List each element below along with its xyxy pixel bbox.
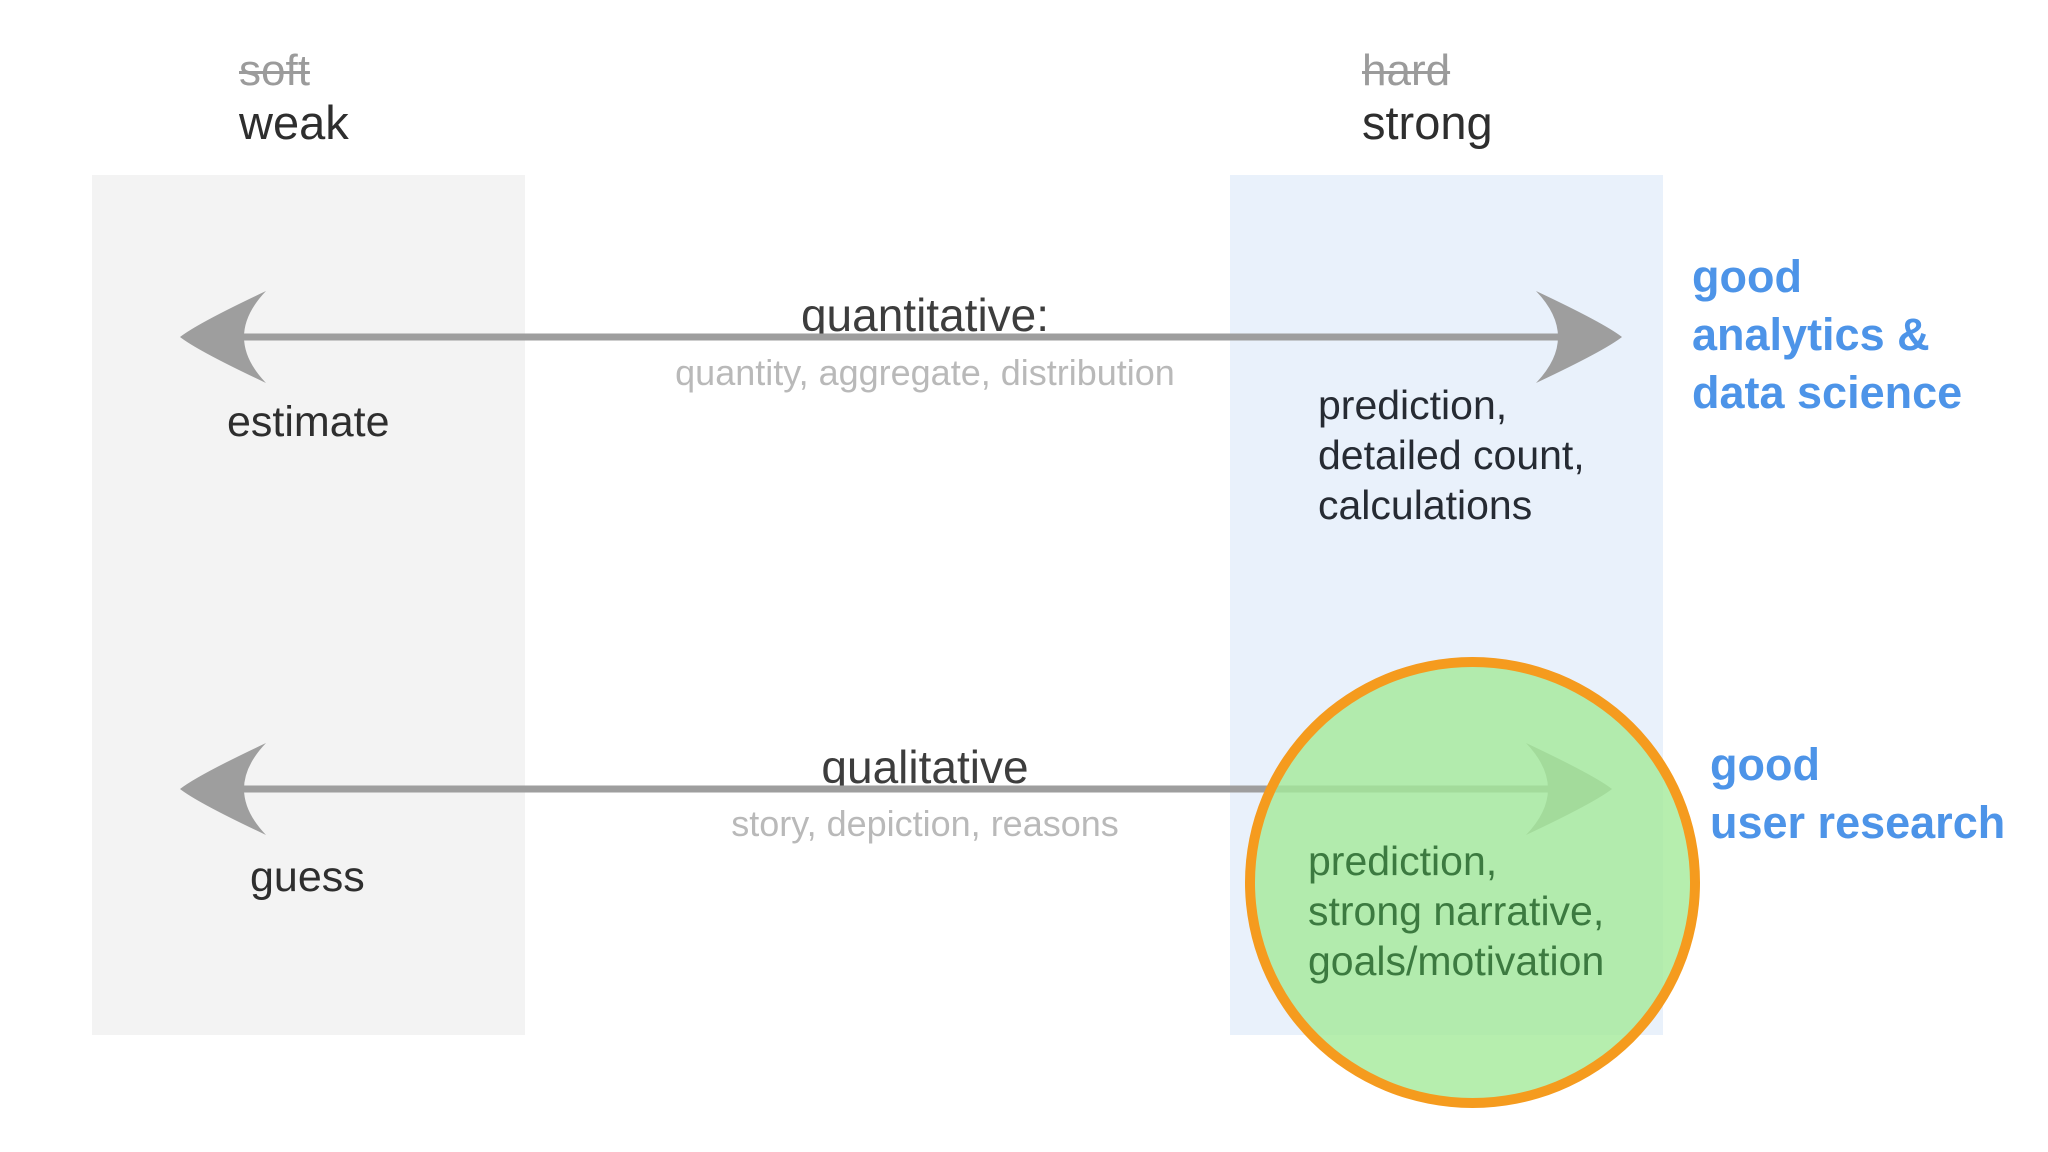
quantitative-axis-subtitle: quantity, aggregate, distribution [675, 352, 1175, 393]
soft-strikethrough-text: soft [239, 46, 310, 95]
user-research-highlight-circle [1245, 657, 1700, 1108]
qualitative-axis-subtitle: story, depiction, reasons [731, 803, 1119, 844]
pole-right-label: strong [1362, 96, 1493, 149]
quantitative-weak-end-label: estimate [227, 398, 390, 446]
qualitative-axis-title: qualitative [821, 741, 1029, 793]
pole-left-label: weak [239, 96, 349, 149]
qualitative-strong-note: prediction, strong narrative, goals/moti… [1308, 838, 1605, 984]
good-analytics-outcome-label: good analytics & data science [1692, 251, 1963, 418]
weak-side-panel [92, 175, 525, 1035]
quantitative-axis-title: quantitative: [800, 289, 1050, 341]
quantitative-strong-note: prediction, detailed count, calculations [1318, 382, 1585, 528]
hard-strikethrough-text: hard [1362, 46, 1451, 95]
qualitative-weak-end-label: guess [250, 853, 365, 901]
pole-left-struck-label: soft [239, 46, 310, 95]
good-user-research-outcome-label: good user research [1710, 739, 2006, 848]
pole-right-struck-label: hard [1362, 46, 1451, 95]
